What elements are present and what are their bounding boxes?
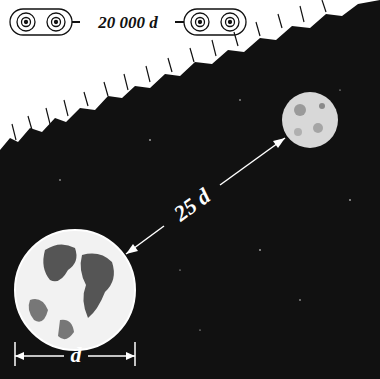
moon xyxy=(282,92,338,148)
stars xyxy=(59,89,351,330)
earth xyxy=(15,230,135,350)
distance-line xyxy=(126,138,285,254)
edge-hatching xyxy=(12,0,326,140)
distance-scale-label: 20 000 d xyxy=(98,14,158,31)
diameter-dimension xyxy=(15,342,135,366)
scale-figure xyxy=(10,9,246,35)
diameter-label: d xyxy=(71,344,82,366)
